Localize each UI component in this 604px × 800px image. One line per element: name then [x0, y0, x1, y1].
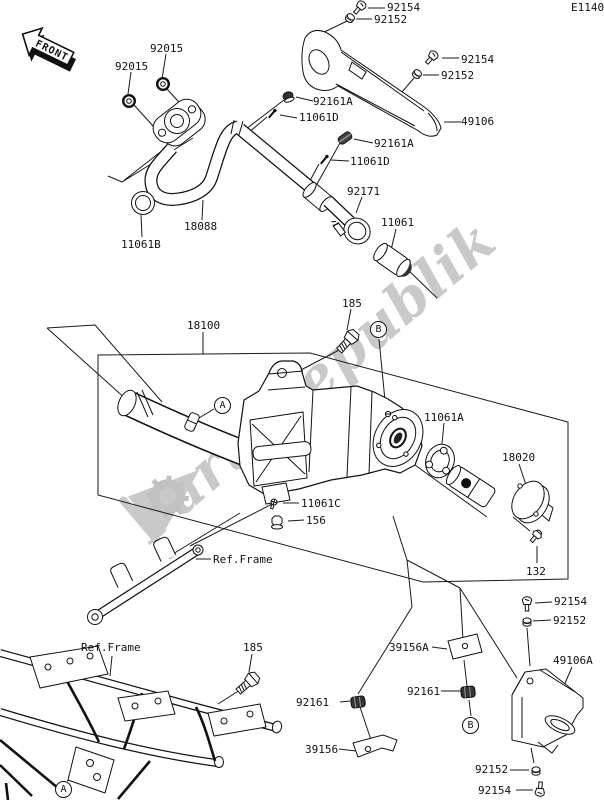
callout-39156: 39156: [305, 743, 339, 756]
callout-92154: 92154: [554, 595, 588, 608]
gasket-ring-11061b: [132, 192, 155, 215]
screw-92154-top: [350, 0, 369, 17]
nut-92152-guard-top: [522, 617, 532, 627]
clamp-on-inlet: [184, 412, 200, 433]
nut-92161a-1: [282, 91, 295, 104]
nut-92161-left: [349, 695, 367, 709]
exhaust-flange: [148, 94, 211, 154]
muffler-end-cap: [363, 401, 433, 476]
stay-bracket-ref-frame: [88, 536, 204, 625]
leader-lines: [47, 8, 572, 790]
callout-49106: 49106: [461, 115, 495, 128]
callout-92152: 92152: [553, 614, 587, 627]
callout-11061: 11061: [381, 216, 415, 229]
callout-49106a: 49106A: [553, 654, 593, 667]
callout-11061d: 11061D: [299, 111, 339, 124]
marker-a-muffler: A: [214, 397, 231, 414]
callout-185: 185: [243, 641, 263, 654]
washer-92015-1: [155, 76, 171, 92]
callout-11061b: 11061B: [121, 238, 161, 251]
callout-92171: 92171: [347, 185, 381, 198]
screw-92154-guard-top: [521, 596, 533, 612]
callout-92161: 92161: [407, 685, 441, 698]
header-pipe-18088: [151, 120, 335, 214]
mid-pipe: [328, 201, 350, 222]
bolt-185-bottom: [233, 669, 263, 698]
callout-18100: 18100: [187, 319, 221, 332]
bolt-185-top: [333, 326, 362, 356]
outlet-tube-18020: [444, 463, 556, 528]
callout-ref-frame: Ref.Frame: [81, 641, 141, 654]
callout-92152: 92152: [374, 13, 408, 26]
callout-11061a: 11061A: [424, 411, 464, 424]
washer-92015-2: [121, 93, 137, 109]
heat-shield-49106: [302, 30, 441, 136]
muffler-body-18100: [114, 361, 433, 504]
bracket-39156a: [448, 634, 482, 659]
callout-92015: 92015: [115, 60, 149, 73]
heat-guard-49106a: [512, 669, 583, 753]
screw-132: [528, 528, 544, 545]
bolt-156: [272, 516, 283, 529]
marker-a-frame: A: [55, 781, 72, 798]
nut-92152-shield: [410, 67, 424, 81]
callout-92152: 92152: [441, 69, 475, 82]
bracket-39156: [353, 735, 397, 757]
callout-92154: 92154: [461, 53, 495, 66]
callout-ref-frame: Ref.Frame: [213, 553, 273, 566]
callout-185: 185: [342, 297, 362, 310]
screw-92154-shield: [422, 48, 441, 67]
callout-92161a: 92161A: [374, 137, 414, 150]
sleeve-11061: [371, 241, 412, 281]
callout-92154: 92154: [387, 1, 421, 14]
callout-18088: 18088: [184, 220, 218, 233]
screw-11061c: [269, 498, 278, 509]
callout-18020: 18020: [502, 451, 536, 464]
marker-b-muffler: B: [370, 321, 387, 338]
pin-11061d-2: [318, 153, 331, 166]
assembly-boundary-box: [98, 353, 568, 582]
callout-92161a: 92161A: [313, 95, 353, 108]
clamp-92161a-2: [337, 131, 353, 146]
muffler-inlet-pipe: [114, 387, 244, 453]
callout-92154: 92154: [478, 784, 512, 797]
frame-ref-frame: [0, 646, 283, 800]
page-code: E1140: [571, 1, 604, 14]
gasket-11061a: [421, 440, 459, 482]
callout-11061d: 11061D: [350, 155, 390, 168]
callout-92161: 92161: [296, 696, 330, 709]
clamp-92171: [328, 205, 376, 250]
callout-92015: 92015: [150, 42, 184, 55]
bolt-on-body: [385, 411, 390, 416]
callout-39156a: 39156A: [389, 641, 429, 654]
callout-92152: 92152: [475, 763, 509, 776]
front-arrow-icon: FRONT: [13, 22, 77, 72]
pin-11061d-1: [266, 107, 279, 120]
callout-132: 132: [526, 565, 546, 578]
callout-156: 156: [306, 514, 326, 527]
nut-92161-mid: [460, 685, 476, 699]
marker-b-bracket: B: [462, 717, 479, 734]
screw-92154-guard-bottom: [534, 781, 546, 798]
callout-11061c: 11061C: [301, 497, 341, 510]
nut-92152-guard-bottom: [531, 766, 541, 776]
